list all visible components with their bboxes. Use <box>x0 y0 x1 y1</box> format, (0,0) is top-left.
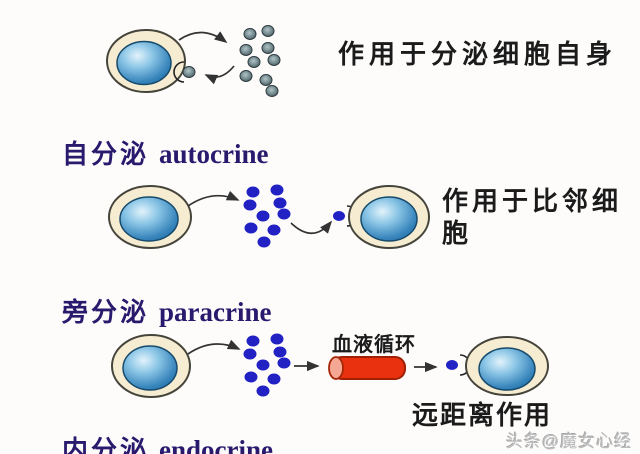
watermark: 头条@魔女心经 <box>506 432 633 451</box>
endocrine-arriving-signal-dot <box>446 360 458 370</box>
autocrine-label-en: autocrine <box>159 139 269 169</box>
endocrine-secreting-cell <box>111 334 191 398</box>
cell-nucleus <box>116 40 172 86</box>
paracrine-secreting-cell <box>108 185 192 249</box>
autocrine-secretion-arrow <box>178 31 228 44</box>
blood-circulation-label: 血液循环 <box>332 334 416 356</box>
paracrine-label-zh: 旁分泌 <box>62 298 150 327</box>
autocrine-note: 作用于分泌细胞自身 <box>338 40 618 69</box>
endocrine-label: 内分泌 endocrine <box>36 400 273 454</box>
endocrine-label-en: endocrine <box>159 435 274 454</box>
vessel-end-cap <box>328 356 344 380</box>
paracrine-arriving-signal-dot <box>333 211 345 221</box>
paracrine-diffusion-arrow <box>290 220 333 235</box>
cell-nucleus <box>478 347 536 391</box>
paracrine-signal-dot-cluster <box>243 184 291 248</box>
blood-vessel <box>328 356 406 380</box>
endocrine-signal-dot-cluster <box>243 333 291 397</box>
autocrine-label: 自分泌 autocrine <box>36 104 269 201</box>
paracrine-label: 旁分泌 paracrine <box>36 262 272 359</box>
cell-nucleus <box>119 196 179 242</box>
autocrine-label-zh: 自分泌 <box>62 140 150 169</box>
endocrine-note: 远距离作用 <box>412 401 553 430</box>
paracrine-target-cell <box>348 185 430 249</box>
endocrine-secretion-arrow <box>187 339 241 355</box>
autocrine-receptor-notch <box>173 61 185 83</box>
paracrine-secretion-arrow <box>187 190 240 207</box>
autocrine-feedback-arrow <box>204 65 235 85</box>
cell-nucleus <box>360 196 418 242</box>
autocrine-bound-signal-dot <box>182 66 196 78</box>
autocrine-cell <box>106 29 186 93</box>
endocrine-label-zh: 内分泌 <box>62 436 150 454</box>
paracrine-label-en: paracrine <box>159 297 272 327</box>
cell-nucleus <box>122 345 178 391</box>
paracrine-note: 作用于比邻细胞 <box>442 187 623 248</box>
endocrine-target-cell <box>465 336 549 396</box>
autocrine-signal-dot-cluster <box>239 25 281 97</box>
